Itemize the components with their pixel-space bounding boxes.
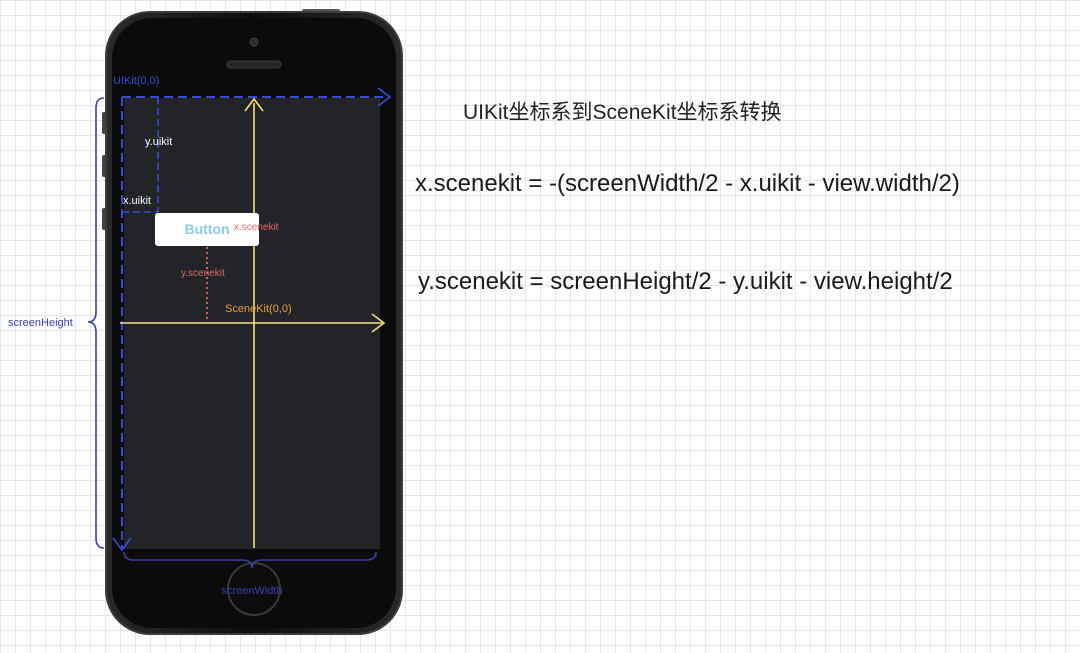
uikit-y-arrow <box>112 537 132 552</box>
y-uikit-label: y.uikit <box>145 136 172 148</box>
uikit-origin-label: UIKit(0,0) <box>113 75 159 87</box>
y-scenekit-label: y.scenekit <box>181 268 225 279</box>
screen-height-brace <box>87 97 105 549</box>
scenekit-x-arrow <box>371 313 386 333</box>
x-scenekit-label: x.scenekit <box>234 222 279 233</box>
speaker-grille <box>226 60 282 69</box>
screen-width-label: screenWidth <box>221 585 282 597</box>
scenekit-axes <box>120 97 386 548</box>
uikit-x-arrow <box>377 87 392 107</box>
x-uikit-label: x.uikit <box>123 195 151 207</box>
y-conversion-formula: y.scenekit = screenHeight/2 - y.uikit - … <box>418 268 953 295</box>
front-camera-icon <box>249 37 259 47</box>
diagram-title: UIKit坐标系到SceneKit坐标系转换 <box>463 101 782 124</box>
ui-button[interactable]: Button <box>155 213 259 246</box>
button-background <box>155 213 259 246</box>
x-conversion-formula: x.scenekit = -(screenWidth/2 - x.uikit -… <box>415 170 960 197</box>
screen-height-label: screenHeight <box>8 317 73 329</box>
screen-width-brace <box>123 551 377 569</box>
button-label: Button <box>184 221 229 237</box>
scenekit-y-arrow <box>244 97 264 112</box>
scenekit-origin-label: SceneKit(0,0) <box>225 303 292 315</box>
